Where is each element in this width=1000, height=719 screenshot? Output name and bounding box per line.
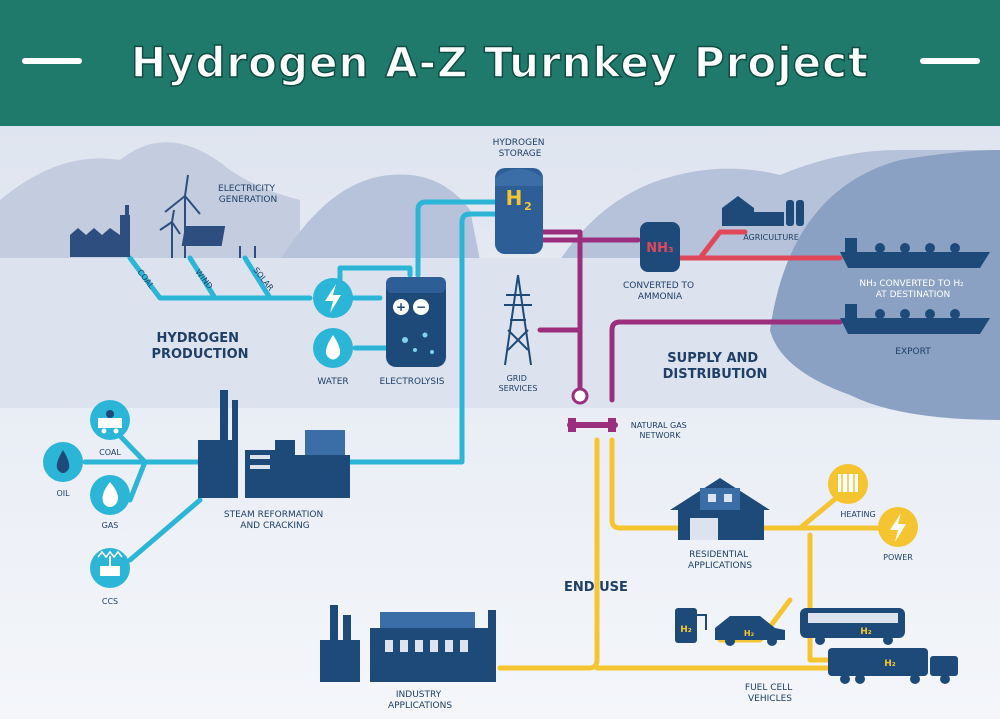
hydrogen-production-label: HYDROGEN PRODUCTION <box>151 331 248 362</box>
wind-turbines <box>159 174 201 258</box>
bus-icon: H₂ <box>800 608 905 645</box>
gas-label: GAS <box>102 521 119 530</box>
water-label: WATER <box>317 377 348 387</box>
reformation-to-storage-pipe <box>459 211 498 463</box>
gas-feed-pipe <box>127 459 148 503</box>
export-label: EXPORT <box>895 347 931 357</box>
coal-plant <box>70 205 130 257</box>
oil-drop-icon <box>43 442 83 482</box>
natural-gas-network-label: NATURAL GAS NETWORK <box>631 421 690 440</box>
power-lightning-icon <box>878 507 918 547</box>
ammonia-symbol: NH₃ <box>646 241 673 256</box>
nh3-converted-label: NH₃ CONVERTED TO H₂ AT DESTINATION <box>859 279 966 300</box>
storage-to-gas-network-pipe <box>537 229 583 403</box>
coal-cart-icon <box>90 400 130 440</box>
residential-label: RESIDENTIAL APPLICATIONS <box>688 550 752 571</box>
hydrogen-storage-tank: H 2 <box>495 168 543 254</box>
fuel-cell-vehicles-label: FUEL CELL VEHICLES <box>745 683 795 704</box>
agriculture-label: AGRICULTURE <box>743 233 799 242</box>
ccs-storage-icon <box>90 548 130 588</box>
gas-to-industry-pipe <box>497 437 600 671</box>
tanker-ship-ammonia <box>840 238 990 268</box>
electrolyzer-minus: − <box>416 300 426 314</box>
grid-tower-icon <box>504 274 532 366</box>
electrolyzer-to-storage-pipe <box>415 199 498 278</box>
ammonia-tank: NH₃ <box>640 222 680 272</box>
electrolyzer-tank: + − <box>386 277 446 367</box>
ccs-feed-pipe <box>127 497 203 563</box>
farm-icon <box>722 196 804 226</box>
title-banner: Hydrogen A-Z Turnkey Project <box>0 0 1000 126</box>
radiator-heating-icon <box>828 464 868 504</box>
export-region <box>770 150 1000 420</box>
diagram-canvas: ELECTRICITY GENERATION COAL WIND SOLAR W… <box>0 126 1000 719</box>
coal-pipe <box>127 255 313 301</box>
heating-pipe <box>797 492 843 531</box>
pipes <box>82 199 883 671</box>
electricity-generation-label: ELECTRICITY GENERATION <box>218 184 278 205</box>
oil-label: OIL <box>56 489 70 498</box>
wind-pipe <box>187 255 218 301</box>
title-dash-left <box>22 58 82 64</box>
power-bolt-icon <box>313 278 353 318</box>
hydrogen-storage-label: HYDROGEN STORAGE <box>493 138 548 159</box>
electrolyzer-plus: + <box>396 300 406 314</box>
mountain-left <box>0 142 300 260</box>
residential-pipe <box>609 437 843 531</box>
steam-reformation-label: STEAM REFORMATION AND CRACKING <box>224 510 326 531</box>
car-icon: H₂ <box>715 616 785 646</box>
bus-h2-symbol: H₂ <box>860 627 872 637</box>
tanker-ship-export <box>840 304 990 334</box>
pump-h2-symbol: H₂ <box>680 625 692 635</box>
title-banner-graphic: Hydrogen A-Z Turnkey Project <box>0 0 1000 126</box>
gas-flame-icon <box>90 475 130 515</box>
grid-services-label: GRID SERVICES <box>499 374 538 393</box>
house-icon <box>670 478 770 540</box>
end-use-label: END USE <box>564 580 628 595</box>
supply-distribution-label: SUPPLY AND DISTRIBUTION <box>663 351 768 382</box>
industry-label: INDUSTRY APPLICATIONS <box>388 690 452 711</box>
water-drop-icon <box>313 328 353 368</box>
power-loop-pipe <box>337 265 413 283</box>
power-label: POWER <box>883 553 913 562</box>
solar-pipe <box>242 255 273 301</box>
fuel-pump-icon: H₂ <box>675 608 707 643</box>
ammonia-agriculture-pipe <box>697 229 748 261</box>
truck-icon: H₂ <box>828 648 958 684</box>
refinery-plant <box>198 390 350 498</box>
storage-h-subscript: 2 <box>524 200 532 213</box>
title-dash-right <box>920 58 980 64</box>
storage-h-symbol: H <box>506 186 523 210</box>
coal-label: COAL <box>99 448 121 457</box>
mountain-center <box>280 174 480 260</box>
export-pipe <box>609 319 843 403</box>
electrolysis-label: ELECTROLYSIS <box>380 377 445 387</box>
car-h2-symbol: H₂ <box>744 629 755 638</box>
industry-factory <box>320 605 496 682</box>
truck-h2-symbol: H₂ <box>884 659 896 669</box>
ccs-label: CCS <box>102 597 118 606</box>
solar-panels <box>181 226 256 258</box>
valve-gauge-icon <box>568 387 616 432</box>
converted-to-ammonia-label: CONVERTED TO AMMONIA <box>623 281 697 302</box>
banner-title: Hydrogen A-Z Turnkey Project <box>131 38 869 87</box>
heating-label: HEATING <box>840 510 875 519</box>
